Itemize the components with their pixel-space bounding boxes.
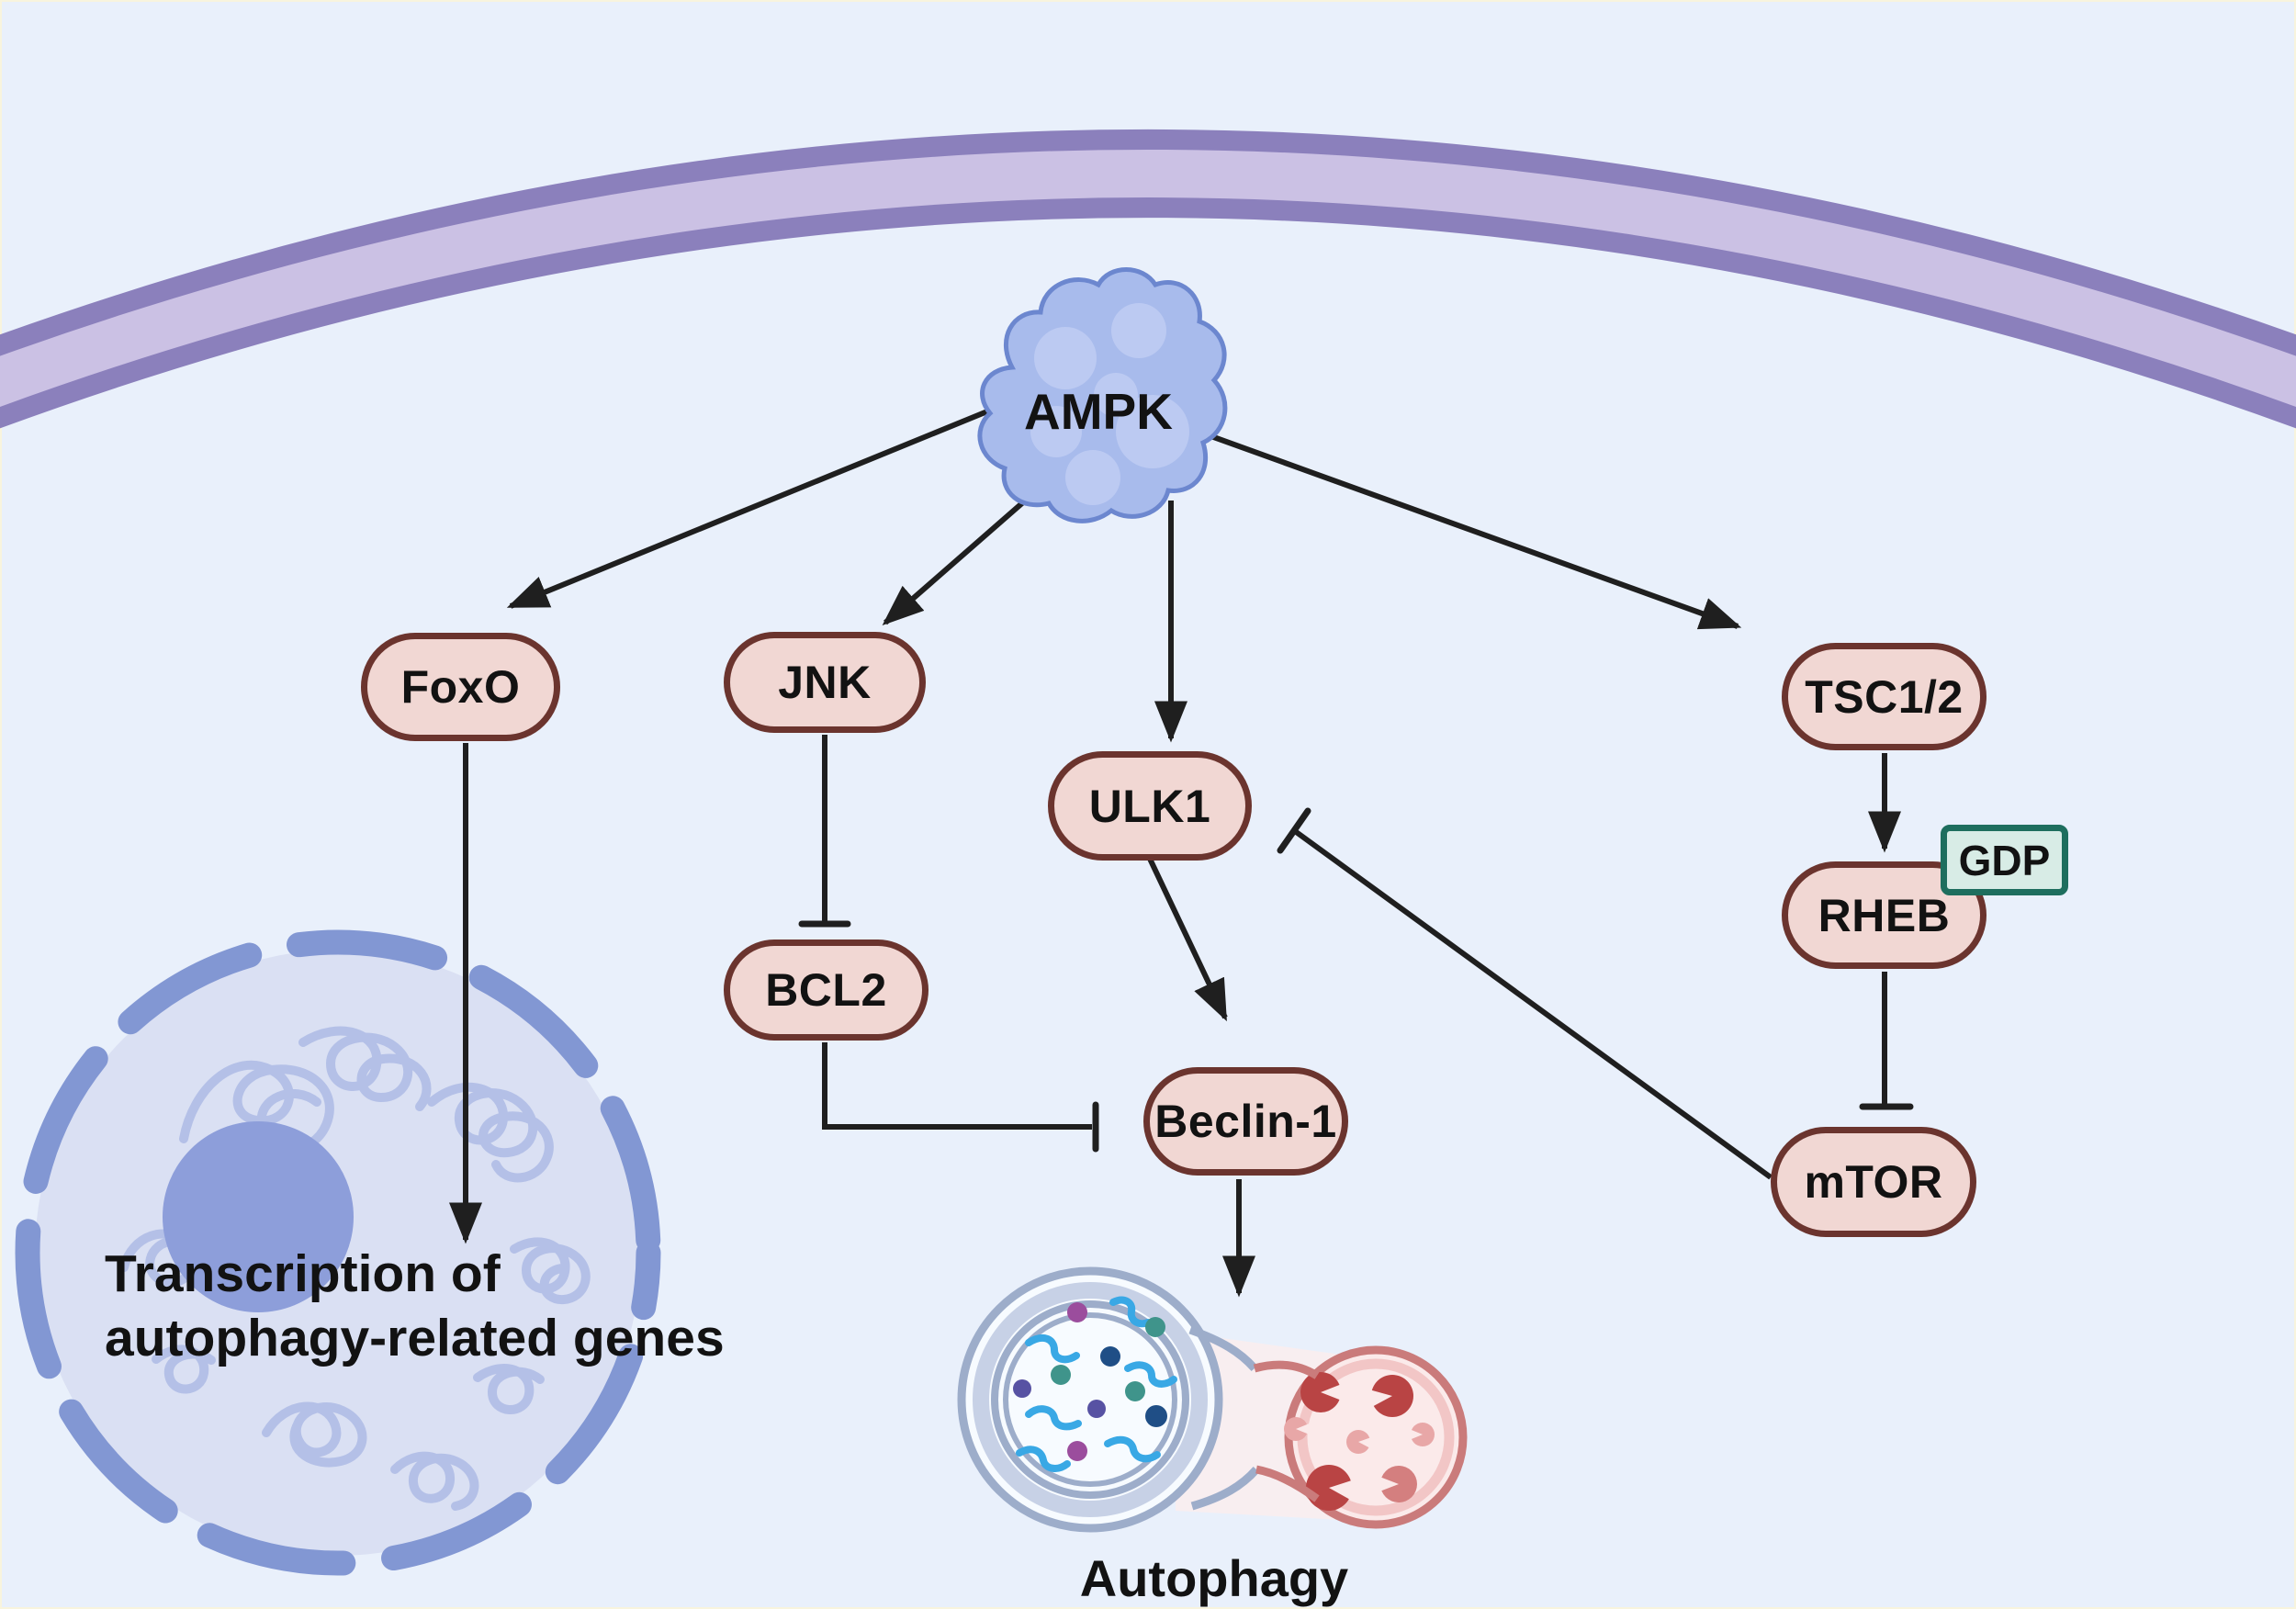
ampk-protein-blob: [977, 267, 1228, 523]
node-mtor-label: mTOR: [1804, 1156, 1943, 1208]
edge-ampk-tsc12: [1207, 433, 1742, 630]
ampk-label: AMPK: [1024, 383, 1173, 440]
nucleus-caption: Transcription of autophagy-related genes: [105, 1242, 725, 1370]
edge-ampk-foxo: [506, 409, 989, 609]
node-bcl2-label: BCL2: [765, 964, 887, 1016]
edge-ulk1-beclin1: [1147, 857, 1228, 1022]
edge-ampk-jnk: [882, 493, 1032, 625]
edges: [449, 409, 1914, 1298]
autophagy-label: Autophagy: [1079, 1549, 1349, 1607]
edge-rheb-mtor: [1859, 972, 1914, 1110]
node-beclin1: Beclin-1: [1143, 1067, 1348, 1176]
autophagosome: [957, 1266, 1223, 1533]
node-mtor: mTOR: [1771, 1127, 1976, 1237]
nucleus-caption-line2: autophagy-related genes: [105, 1309, 725, 1367]
nucleolus: [163, 1121, 354, 1312]
edge-bcl2-beclin1: [822, 1042, 1099, 1153]
node-ulk1: ULK1: [1048, 751, 1252, 861]
node-foxo-label: FoxO: [400, 661, 521, 713]
node-tsc12: TSC1/2: [1782, 643, 1986, 750]
nucleus-caption-line1: Transcription of: [105, 1244, 501, 1303]
node-tsc12-label: TSC1/2: [1805, 670, 1964, 723]
plasma-membrane-band: [0, 129, 2296, 429]
node-foxo: FoxO: [361, 633, 560, 741]
edge-mtor-ulk1: [1277, 807, 1773, 1180]
edge-jnk-bcl2: [798, 735, 851, 928]
node-beclin1-label: Beclin-1: [1154, 1096, 1337, 1147]
node-rheb-label: RHEB: [1818, 889, 1951, 941]
node-jnk: JNK: [724, 632, 926, 733]
nuclear-envelope: [15, 929, 661, 1576]
nucleus: [15, 929, 661, 1576]
fusion-neck: [1188, 1325, 1320, 1511]
node-bcl2: BCL2: [724, 940, 929, 1041]
gdp-badge: GDP: [1941, 825, 2068, 895]
gdp-badge-label: GDP: [1958, 836, 2051, 884]
autophagy-illustration: [957, 1266, 1468, 1533]
node-jnk-label: JNK: [778, 657, 872, 708]
lysosome: [1284, 1345, 1468, 1529]
node-ulk1-label: ULK1: [1088, 780, 1211, 832]
